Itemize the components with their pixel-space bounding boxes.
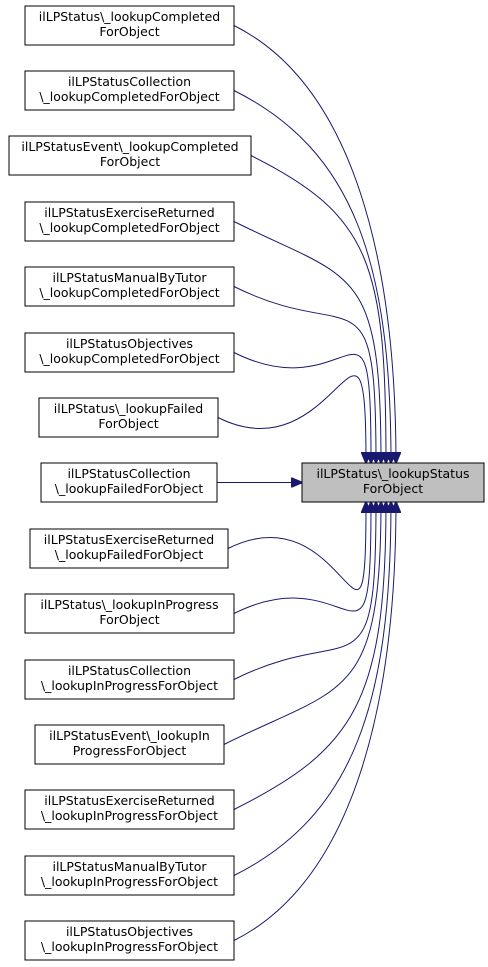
node-label-line: \_lookupCompletedForObject <box>39 285 219 300</box>
nodes-layer: ilLPStatus\_lookupStatusForObjectilLPSta… <box>8 5 485 961</box>
edge-exercise-returned-lookup-failed-to-lookup-status <box>227 502 366 591</box>
node-label-line: ilLPStatusCollection <box>68 663 191 678</box>
edge-manual-by-tutor-lookup-completed-to-lookup-status <box>233 286 376 464</box>
edge-status-lookup-failed-to-lookup-status <box>217 375 366 463</box>
caller-node-event-lookup-in-progress[interactable]: ilLPStatusEvent\_lookupInProgressForObje… <box>34 724 225 765</box>
node-label-line: ForObject <box>99 24 159 39</box>
node-label-line: ilLPStatusExerciseReturned <box>44 532 214 547</box>
caller-node-status-lookup-in-progress[interactable]: ilLPStatus\_lookupInProgressForObject <box>24 593 235 634</box>
caller-node-collection-lookup-in-progress[interactable]: ilLPStatusCollection\_lookupInProgressFo… <box>24 659 235 700</box>
node-box <box>24 332 235 373</box>
node-label-line: \_lookupFailedForObject <box>55 481 204 496</box>
edges-layer <box>217 25 396 941</box>
node-box <box>24 593 235 634</box>
node-label-line: ilLPStatus\_lookupCompleted <box>39 9 220 24</box>
node-label-line: ilLPStatusManualByTutor <box>52 270 207 285</box>
node-label-line: \_lookupFailedForObject <box>55 547 204 562</box>
node-label-line: ilLPStatusEvent\_lookupIn <box>49 728 210 743</box>
edge-collection-lookup-completed-to-lookup-status <box>233 90 391 464</box>
node-label-line: ilLPStatusCollection <box>67 466 190 481</box>
edge-manual-by-tutor-lookup-in-progress-to-lookup-status <box>233 502 391 876</box>
node-label-line: \_lookupCompletedForObject <box>39 89 219 104</box>
node-label-line: ilLPStatusCollection <box>68 74 191 89</box>
node-box <box>34 724 225 765</box>
node-label-line: ForObject <box>99 612 159 627</box>
node-box <box>24 201 235 242</box>
edge-objectives-lookup-completed-to-lookup-status <box>233 352 371 464</box>
edge-event-lookup-in-progress-to-lookup-status <box>223 502 381 745</box>
node-box <box>24 789 235 830</box>
node-label-line: \_lookupInProgressForObject <box>41 808 218 823</box>
caller-node-manual-by-tutor-lookup-completed[interactable]: ilLPStatusManualByTutor\_lookupCompleted… <box>24 266 235 307</box>
caller-node-exercise-returned-lookup-in-progress[interactable]: ilLPStatusExerciseReturned\_lookupInProg… <box>24 789 235 830</box>
edge-exercise-returned-lookup-completed-to-lookup-status <box>233 221 381 464</box>
caller-node-exercise-returned-lookup-completed[interactable]: ilLPStatusExerciseReturned\_lookupComple… <box>24 201 235 242</box>
node-label-line: ilLPStatusEvent\_lookupCompleted <box>21 139 238 154</box>
node-box <box>38 397 219 438</box>
node-box <box>24 266 235 307</box>
caller-node-event-lookup-completed[interactable]: ilLPStatusEvent\_lookupCompletedForObjec… <box>8 135 252 176</box>
node-label-line: ilLPStatusManualByTutor <box>52 859 207 874</box>
node-label-line: ForObject <box>363 481 423 496</box>
node-label-line: ProgressForObject <box>73 743 187 758</box>
node-label-line: ilLPStatusExerciseReturned <box>44 205 214 220</box>
node-label-line: \_lookupCompletedForObject <box>39 220 219 235</box>
node-label-line: ilLPStatusObjectives <box>66 924 193 939</box>
caller-node-manual-by-tutor-lookup-in-progress[interactable]: ilLPStatusManualByTutor\_lookupInProgres… <box>24 855 235 896</box>
node-box <box>301 462 485 503</box>
node-label-line: ilLPStatus\_lookupStatus <box>316 466 469 481</box>
node-label-line: ilLPStatusObjectives <box>66 336 193 351</box>
caller-node-exercise-returned-lookup-failed[interactable]: ilLPStatusExerciseReturned\_lookupFailed… <box>29 528 229 569</box>
caller-node-objectives-lookup-in-progress[interactable]: ilLPStatusObjectives\_lookupInProgressFo… <box>24 920 235 961</box>
edge-exercise-returned-lookup-in-progress-to-lookup-status <box>233 502 386 810</box>
node-label-line: \_lookupCompletedForObject <box>39 351 219 366</box>
edge-objectives-lookup-in-progress-to-lookup-status <box>233 502 396 941</box>
node-box <box>24 920 235 961</box>
node-label-line: \_lookupInProgressForObject <box>41 678 218 693</box>
node-box <box>8 135 252 176</box>
edge-status-lookup-in-progress-to-lookup-status <box>233 502 371 614</box>
node-box <box>40 462 218 503</box>
caller-node-objectives-lookup-completed[interactable]: ilLPStatusObjectives\_lookupCompletedFor… <box>24 332 235 373</box>
node-label-line: ForObject <box>100 154 160 169</box>
node-label-line: ilLPStatus\_lookupFailed <box>54 401 204 416</box>
caller-node-collection-lookup-completed[interactable]: ilLPStatusCollection\_lookupCompletedFor… <box>24 70 235 111</box>
node-label-line: ForObject <box>98 416 158 431</box>
node-label-line: ilLPStatusExerciseReturned <box>44 793 214 808</box>
caller-node-status-lookup-failed[interactable]: ilLPStatus\_lookupFailedForObject <box>38 397 219 438</box>
node-box <box>24 659 235 700</box>
node-box <box>24 855 235 896</box>
edge-event-lookup-completed-to-lookup-status <box>250 155 386 464</box>
node-label-line: \_lookupInProgressForObject <box>41 939 218 954</box>
node-label-line: \_lookupInProgressForObject <box>41 874 218 889</box>
node-box <box>24 5 235 46</box>
caller-node-status-lookup-completed[interactable]: ilLPStatus\_lookupCompletedForObject <box>24 5 235 46</box>
node-box <box>29 528 229 569</box>
edge-status-lookup-completed-to-lookup-status <box>233 25 396 464</box>
node-label-line: ilLPStatus\_lookupInProgress <box>40 597 218 612</box>
edge-collection-lookup-in-progress-to-lookup-status <box>233 502 376 680</box>
node-box <box>24 70 235 111</box>
caller-node-collection-lookup-failed[interactable]: ilLPStatusCollection\_lookupFailedForObj… <box>40 462 218 503</box>
